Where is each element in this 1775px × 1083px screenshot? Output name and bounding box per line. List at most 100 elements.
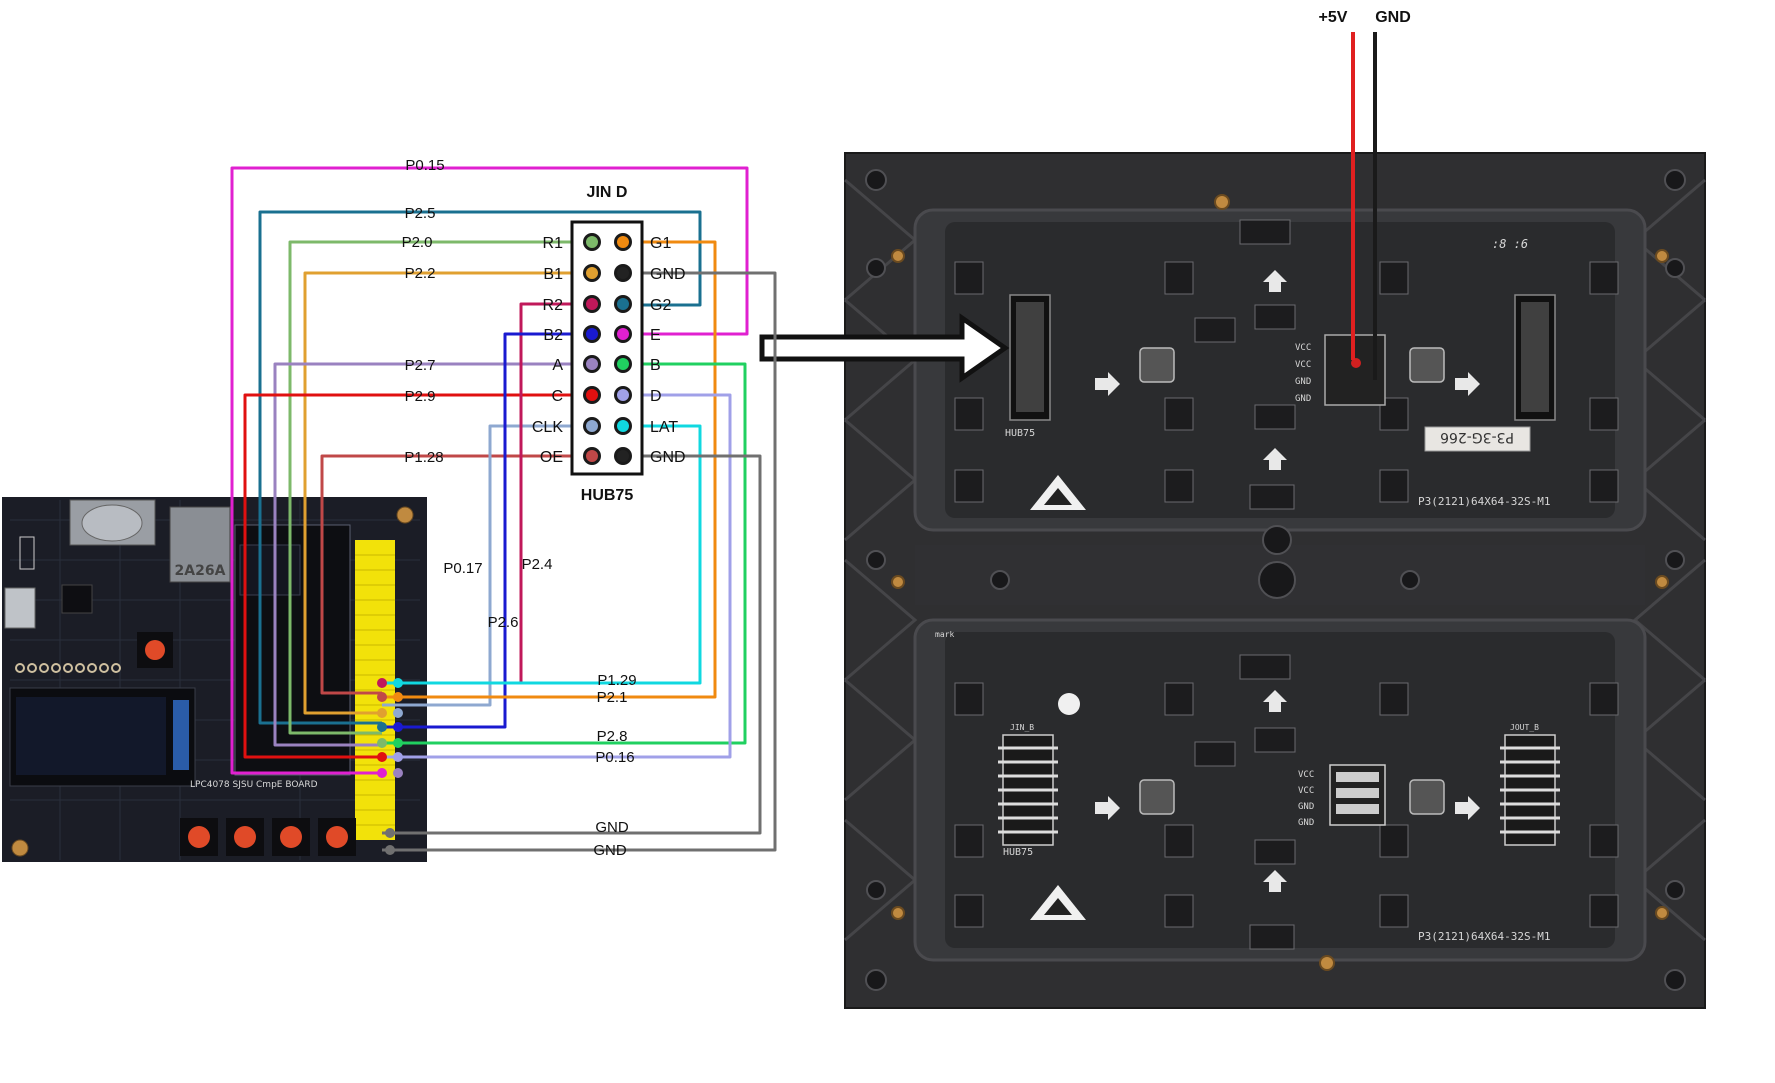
wire-label-p0-17: P0.17 — [443, 560, 482, 577]
panel-jin-label: JIN_B — [1010, 723, 1034, 732]
panel-jout-label: JOUT_B — [1510, 723, 1539, 732]
wire-label-p2-5: P2.5 — [405, 205, 436, 222]
wire-label-p2-0: P2.0 — [402, 234, 433, 251]
wire-p2-1 — [382, 240, 717, 699]
panel-hub75-label: HUB75 — [1005, 428, 1035, 439]
hub75-pin-right-g1: G1 — [614, 233, 671, 252]
wire-label-p2-8: P2.8 — [597, 728, 628, 745]
panel-gnd-4: GND — [1298, 818, 1314, 828]
wire-label-gnd-1: GND — [595, 819, 629, 836]
panel-sticker-text: P3-3G-266 — [1440, 429, 1514, 445]
panel-gnd-1: GND — [1295, 377, 1311, 387]
hub75-pin-right-e: E — [614, 325, 661, 344]
panel-model-top: P3(2121)64X64-32S-M1 — [1418, 495, 1550, 508]
panel-mark-label: mark — [935, 630, 954, 639]
board-chip-label: 2A26A — [175, 563, 226, 579]
wire-p2-9 — [243, 393, 592, 759]
wire-label-p2-7: P2.7 — [405, 357, 436, 374]
wire-p2-7 — [273, 362, 592, 747]
hub75-pin-left-c: C — [551, 386, 601, 405]
hub75-pin-label: R1 — [543, 235, 564, 252]
connector-title: JIN D — [587, 184, 628, 201]
wire-gnd-1 — [382, 454, 762, 835]
hub75-pin-left-b1: B1 — [543, 264, 601, 283]
mcu-chip — [234, 524, 351, 776]
hub75-pin-label: R2 — [543, 297, 564, 314]
wire-p2-0 — [288, 240, 592, 735]
esd-warning-icon — [1030, 475, 1086, 510]
wire-p0-17 — [382, 424, 592, 707]
hub75-pin-label: OE — [540, 449, 563, 466]
wire-label-p2-1: P2.1 — [597, 689, 628, 706]
panel-model-bottom: P3(2121)64X64-32S-M1 — [1418, 930, 1550, 943]
wire-gnd-2 — [382, 271, 777, 852]
hub75-pin-label: B1 — [543, 266, 563, 283]
hub75-pin-label: B — [650, 357, 661, 374]
hub75-pin-right-g2: G2 — [614, 295, 671, 314]
oled-display — [9, 687, 196, 787]
hub75-pin-label: D — [650, 388, 662, 405]
connector-footer: HUB75 — [581, 487, 634, 504]
hub75-pin-right-b: B — [614, 355, 661, 374]
panel-jout-connector — [1500, 734, 1560, 846]
hub75-pin-right-d: D — [614, 386, 662, 405]
panel-hub75-in-connector — [1009, 294, 1051, 421]
wire-label-p1-28: P1.28 — [404, 449, 443, 466]
wire-label-gnd-2: GND — [593, 842, 627, 859]
panel-hub75-out-connector — [1514, 294, 1556, 421]
power-wires: +5V GND — [1319, 9, 1411, 380]
wire-label-p0-16: P0.16 — [595, 749, 634, 766]
coin-battery-holder — [69, 499, 156, 546]
hub75-pin-label: CLK — [532, 419, 563, 436]
wire-label-p2-6: P2.6 — [488, 614, 519, 631]
hub75-pin-label: B2 — [543, 327, 563, 344]
wire-label-p1-29: P1.29 — [597, 672, 636, 689]
board-button — [137, 632, 173, 668]
wire-p2-6 — [382, 332, 592, 729]
wire-label-p2-9: P2.9 — [405, 388, 436, 405]
hub75-pin-label: GND — [650, 266, 686, 283]
panel-clock-mark: :8 :6 — [1492, 237, 1528, 251]
wire-label-p0-15: P0.15 — [405, 157, 444, 174]
hub75-pin-left-b2: B2 — [543, 325, 601, 344]
panel-vcc-4: VCC — [1298, 786, 1314, 796]
panel-sticker: P3-3G-266 — [1424, 426, 1531, 452]
hub75-pin-label: G2 — [650, 297, 671, 314]
hub75-pin-label: C — [551, 388, 563, 405]
panel-gnd-3: GND — [1298, 802, 1314, 812]
wire-label-p2-2: P2.2 — [405, 265, 436, 282]
board-buttons-row — [180, 818, 356, 856]
hub75-pin-right-gnd: GND — [614, 447, 686, 466]
pin-header — [355, 540, 395, 840]
board-name: LPC4078 SJSU CmpE BOARD — [190, 780, 318, 790]
hub75-pin-right-lat: LAT — [614, 417, 678, 436]
panel-vcc-1: VCC — [1295, 343, 1311, 353]
hub75-pin-left-clk: CLK — [532, 417, 601, 436]
wire-p0-15 — [230, 166, 749, 775]
hub75-pin-left-oe: OE — [540, 447, 601, 466]
panel-gnd-2: GND — [1295, 394, 1311, 404]
wire-p1-29 — [382, 424, 702, 685]
led-matrix-panel: P3-3G-266 HUB75 HUB75 JIN_B JOUT_B mark … — [844, 152, 1706, 1009]
connection-arrow — [759, 313, 1010, 383]
hub75-pin-label: G1 — [650, 235, 671, 252]
esd-warning-icon — [1030, 885, 1086, 920]
wire-p2-2 — [303, 271, 592, 715]
panel-vcc-3: VCC — [1298, 770, 1314, 780]
wire-p1-28 — [320, 454, 592, 695]
hub75-pin-left-r1: R1 — [543, 233, 601, 252]
header-dots — [377, 678, 403, 855]
usb-port — [4, 587, 36, 629]
vcc-label: +5V — [1319, 9, 1348, 26]
panel-jin-connector — [998, 734, 1058, 846]
gnd-label: GND — [1375, 9, 1411, 26]
panel-vcc-2: VCC — [1295, 360, 1311, 370]
hub75-pin-label: A — [552, 357, 563, 374]
lpc4078-board: 2A26A — [2, 497, 427, 862]
hub75-pin-label: LAT — [650, 419, 678, 436]
wire-label-p2-4: P2.4 — [522, 556, 553, 573]
hub75-pin-label: E — [650, 327, 661, 344]
hub75-pin-right-gnd: GND — [614, 264, 686, 283]
